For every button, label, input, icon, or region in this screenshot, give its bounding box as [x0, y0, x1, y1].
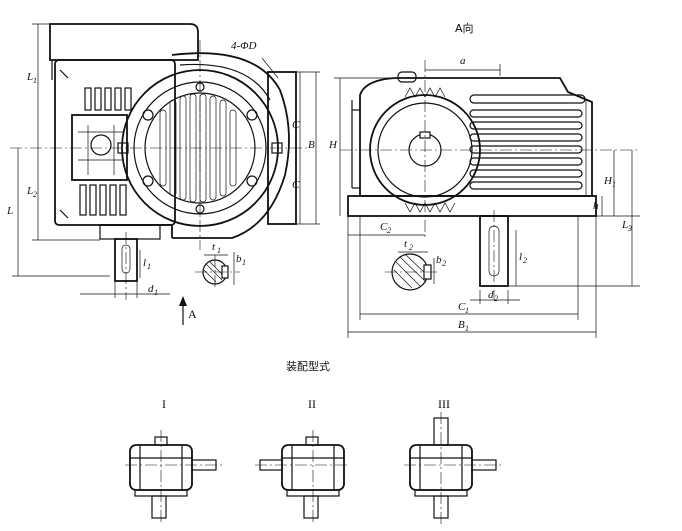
reducer-spiral-housing — [171, 52, 290, 239]
bolt-hole — [142, 109, 154, 121]
dim-C1: C — [458, 301, 466, 313]
svg-text:1: 1 — [465, 324, 469, 333]
dim-d2: d — [488, 289, 494, 301]
assembly-type-III-label: III — [438, 397, 450, 411]
dim-C-bottom: C — [292, 179, 300, 191]
bolt-hole — [246, 109, 258, 121]
dim-b2: b — [436, 254, 442, 266]
svg-text:1: 1 — [154, 288, 158, 297]
assembly-title: 装配型式 — [286, 359, 330, 373]
dim-L2: L — [26, 185, 33, 197]
dim-l1: l — [143, 257, 146, 269]
dim-a: a — [460, 55, 466, 67]
dim-b1: b — [236, 253, 242, 265]
gearbox-housing — [359, 77, 593, 197]
dim-t2: t — [404, 238, 408, 250]
assembly-type-III — [404, 412, 502, 525]
dim-B1: B — [458, 319, 465, 331]
dim-C-top: C — [292, 119, 300, 131]
dim-holes: 4-ΦD — [231, 40, 257, 52]
svg-text:2: 2 — [387, 226, 391, 235]
dim-L3: L — [621, 219, 628, 231]
bolt-hole — [246, 175, 258, 187]
view-a-marker: A — [188, 307, 197, 321]
lifting-eye — [397, 71, 417, 83]
dim-H: H — [328, 139, 338, 151]
motor-fins-top — [84, 87, 132, 111]
base-foot — [100, 224, 173, 238]
dim-L1: L — [26, 71, 33, 83]
dim-B: B — [308, 139, 315, 151]
svg-text:2: 2 — [33, 190, 37, 199]
terminal-box — [71, 114, 128, 181]
right-view-a: A向 — [328, 21, 640, 338]
view-a-title: A向 — [455, 21, 474, 35]
assembly-types: 装配型式 I II III — [125, 359, 502, 525]
svg-text:2: 2 — [409, 243, 413, 252]
left-view: 4-ΦD L L 1 L 2 C C B t 1 b 1 l 1 — [6, 23, 320, 325]
svg-text:2: 2 — [494, 294, 498, 303]
svg-text:2: 2 — [523, 256, 527, 265]
assembly-type-I — [125, 430, 222, 525]
cooling-fins — [469, 109, 583, 190]
dim-H1: H — [603, 175, 613, 187]
svg-text:1: 1 — [612, 180, 616, 189]
svg-text:1: 1 — [33, 76, 37, 85]
dim-L: L — [6, 205, 13, 217]
assembly-type-II-label: II — [308, 397, 316, 411]
motor-fins-bottom — [79, 184, 127, 216]
bolt-hole — [142, 175, 154, 187]
svg-text:1: 1 — [217, 246, 221, 255]
svg-text:1: 1 — [147, 262, 151, 271]
dim-d1: d — [148, 283, 154, 295]
terminal-cable-hole — [90, 134, 112, 156]
dim-h: h — [593, 200, 599, 212]
dim-t1: t — [212, 241, 216, 253]
svg-text:2: 2 — [442, 259, 446, 268]
dim-C2: C — [380, 221, 388, 233]
svg-text:3: 3 — [627, 224, 632, 233]
gearbox-base — [347, 195, 597, 217]
motor-body — [54, 59, 176, 226]
svg-text:1: 1 — [242, 258, 246, 267]
motor-housing — [49, 23, 199, 61]
svg-text:1: 1 — [465, 306, 469, 315]
assembly-type-I-label: I — [162, 397, 166, 411]
dim-l2: l — [519, 251, 522, 263]
assembly-type-II — [255, 430, 350, 525]
